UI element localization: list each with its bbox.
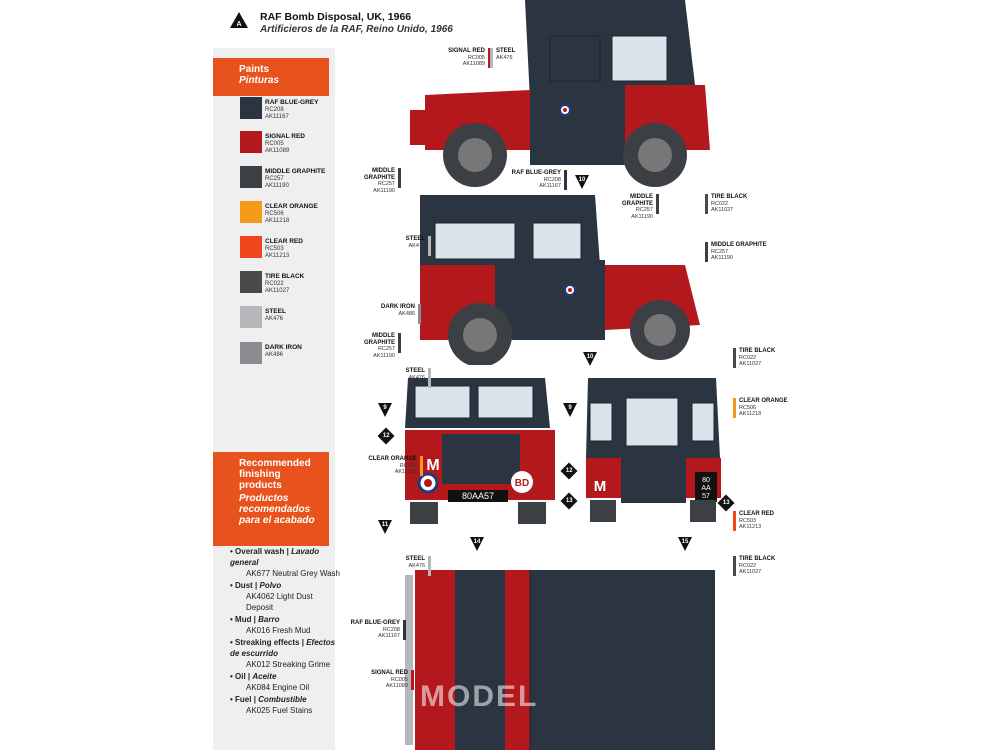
callout-color-chip [705,194,708,214]
svg-text:M: M [426,457,439,474]
callout-marker: 15 [678,537,692,551]
callout-color-chip [488,48,491,68]
callout-color-chip [420,456,423,476]
vehicle-rear: M 80 AA 57 [586,378,721,522]
callout-color-chip [428,556,431,576]
paint-swatch [240,166,262,188]
callout-color-chip [564,170,567,190]
callout-color-chip [428,368,431,388]
callout-color-chip [733,398,736,418]
paints-header: Paints Pinturas [213,58,329,96]
paints-header-en: Paints [239,64,270,75]
paint-swatch [240,131,262,153]
finishing-header-es: Productos recomendados para el acabado [239,493,315,526]
sidebar-panel [213,48,335,750]
svg-text:A: A [236,21,241,28]
callout-color-chip [705,242,708,262]
callout-color-chip [733,348,736,368]
paint-swatch [240,97,262,119]
page-subtitle: Artificieros de la RAF, Reino Unido, 196… [260,24,453,35]
callout-marker: 12 [560,462,578,480]
callout-marker: 13 [560,492,578,510]
callout-marker: 12 [377,427,395,445]
callout-color-chip [733,511,736,531]
callout-color-chip [398,168,401,188]
svg-text:80AA57: 80AA57 [462,491,494,501]
vehicle-top [405,570,715,750]
svg-text:BD: BD [515,478,529,489]
paints-header-es: Pinturas [239,75,280,86]
paint-swatch [240,201,262,223]
callout-marker: 9 [563,403,577,417]
vehicle-front: BD M 80AA57 [405,378,555,524]
paint-swatch [240,271,262,293]
finishing-header: Recommended finishing products Productos… [213,452,329,546]
badge-icon: A [230,12,248,28]
svg-text:AA: AA [701,485,711,492]
svg-text:57: 57 [702,493,710,500]
vehicle-side-right [410,0,710,187]
callout-color-chip [398,333,401,353]
finishing-item: • Streaking effects | Efectos de escurri… [230,638,336,669]
callout-color-chip [403,620,406,640]
paint-swatch [240,342,262,364]
page-title: RAF Bomb Disposal, UK, 1966 [260,11,412,23]
callout-marker: 11 [378,520,392,534]
torn-edge [318,48,334,750]
callout-color-chip [428,236,431,256]
callout-color-chip [418,304,421,324]
callout-marker: 9 [378,403,392,417]
paint-swatch [240,236,262,258]
callout-color-chip [733,556,736,576]
vehicle-side-left [420,195,700,365]
callout-color-chip [490,48,493,68]
svg-text:80: 80 [702,477,710,484]
svg-text:M: M [594,478,607,495]
callout-color-chip [411,670,414,690]
watermark: MODEL [420,680,539,713]
callout-marker: 14 [470,537,484,551]
finishing-header-en: Recommended finishing products [239,458,311,491]
callout-color-chip [656,194,659,214]
paint-swatch [240,306,262,328]
